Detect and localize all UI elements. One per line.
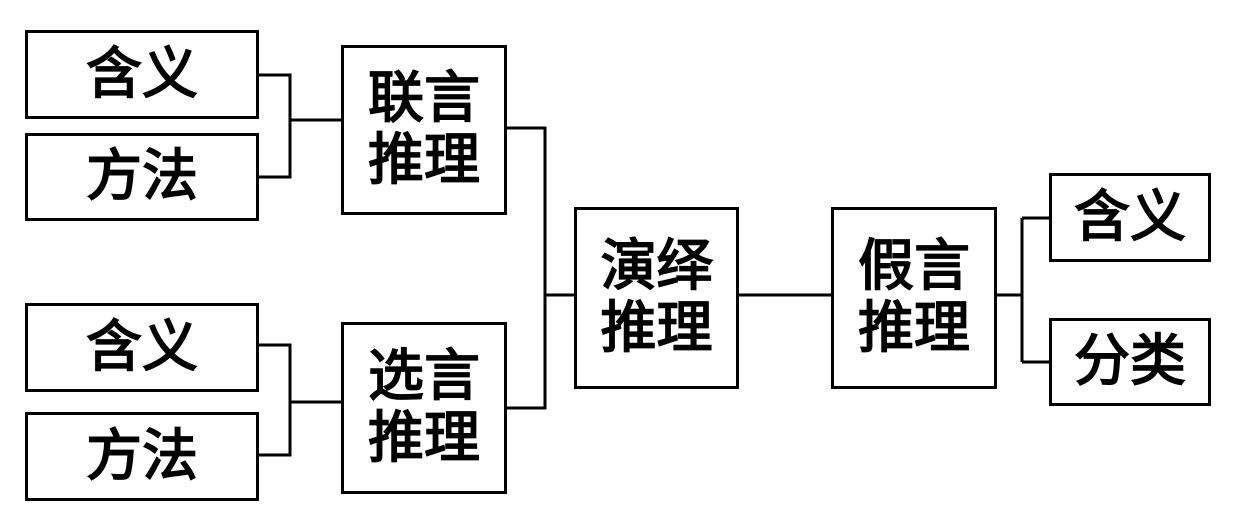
node-label: 推理 [600, 295, 713, 361]
node-conjunctive-inference: 联言推理 [341, 45, 507, 215]
node-conj-meaning: 含义 [25, 30, 259, 119]
node-hypo-classification: 分类 [1049, 318, 1211, 406]
node-label: 方法 [86, 422, 198, 489]
node-label: 含义 [86, 313, 198, 380]
node-deductive-inference: 演绎推理 [574, 207, 739, 389]
node-label: 含义 [86, 40, 198, 107]
connector-conj [258, 73, 342, 179]
node-hypo-meaning: 含义 [1049, 173, 1211, 262]
node-conj-method: 方法 [25, 133, 259, 221]
node-label: 推理 [368, 127, 480, 193]
node-label: 演绎 [600, 233, 713, 300]
connector-disj [258, 343, 342, 457]
node-label: 推理 [858, 295, 970, 361]
node-label: 选言 [368, 343, 480, 410]
connector-hypo [996, 216, 1050, 364]
node-label: 联言 [368, 65, 480, 132]
node-disj-meaning: 含义 [25, 303, 259, 392]
node-label: 假言 [858, 233, 970, 300]
node-label: 推理 [368, 405, 480, 471]
node-hypothetical-inference: 假言推理 [831, 207, 997, 389]
node-label: 含义 [1074, 183, 1186, 250]
node-label: 分类 [1074, 328, 1186, 395]
node-disjunctive-inference: 选言推理 [341, 322, 507, 494]
node-disj-method: 方法 [25, 412, 259, 501]
connector-deduction-left [506, 126, 575, 410]
node-label: 方法 [86, 143, 198, 210]
